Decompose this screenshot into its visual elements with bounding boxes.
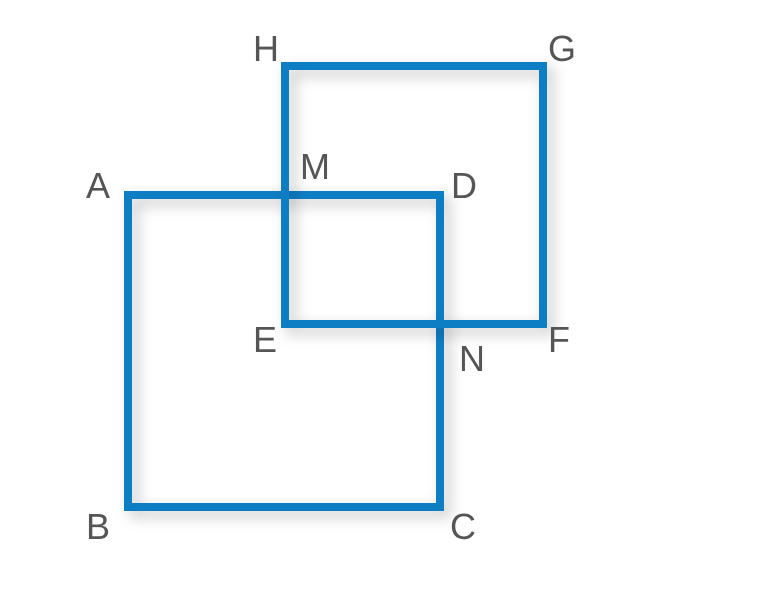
label-h: H xyxy=(253,28,279,69)
label-e: E xyxy=(253,319,277,360)
label-m: M xyxy=(300,146,330,187)
label-b: B xyxy=(86,506,110,547)
square-efgh xyxy=(281,62,547,328)
label-d: D xyxy=(451,165,477,206)
label-c: C xyxy=(450,506,476,547)
label-a: A xyxy=(86,165,110,206)
label-n: N xyxy=(459,338,485,379)
label-g: G xyxy=(548,28,576,69)
label-f: F xyxy=(548,319,570,360)
